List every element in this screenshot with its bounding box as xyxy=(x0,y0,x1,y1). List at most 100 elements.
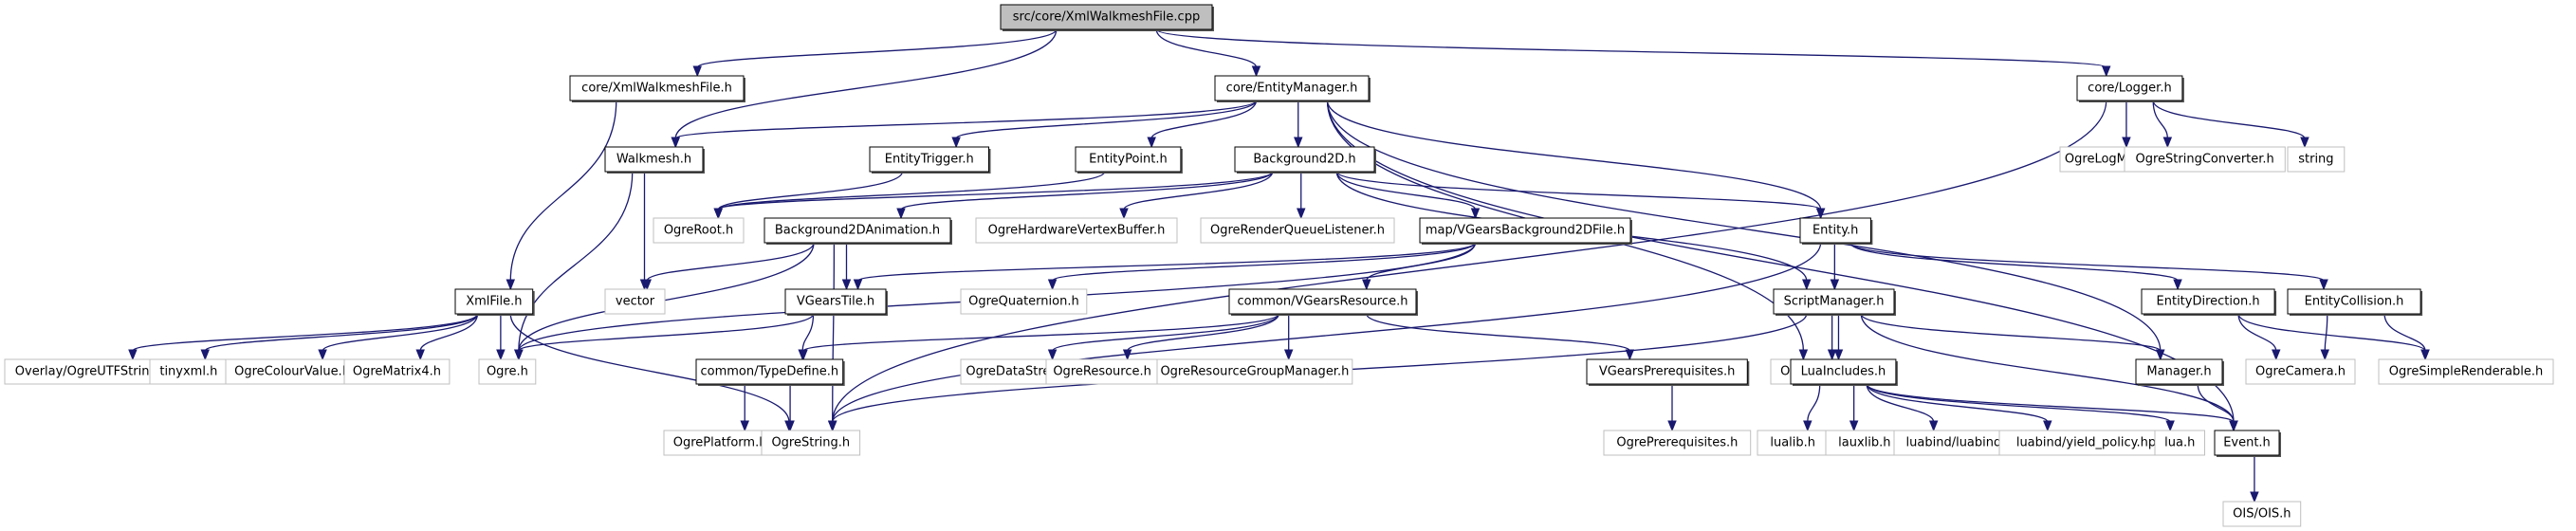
node-box[interactable] xyxy=(2378,358,2554,385)
node-box[interactable] xyxy=(1419,217,1631,244)
node-box[interactable] xyxy=(1757,430,1829,456)
edge-vgtile-to-ogreh xyxy=(518,313,815,352)
node-box[interactable] xyxy=(225,358,359,385)
arrowhead-icon xyxy=(2300,137,2309,149)
node-epoint[interactable]: EntityPoint.h xyxy=(1075,146,1183,174)
node-lauxlib[interactable]: lauxlib.h xyxy=(1825,430,1904,456)
node-edir[interactable]: EntityDirection.h xyxy=(2141,288,2277,316)
node-box[interactable] xyxy=(1214,75,1370,101)
node-luainc[interactable]: LuaIncludes.h xyxy=(1790,358,1898,386)
node-box[interactable] xyxy=(1773,288,1895,315)
node-ecoll[interactable]: EntityCollision.h xyxy=(2287,288,2423,316)
node-ogrerql[interactable]: OgreRenderQueueListener.h xyxy=(1200,217,1395,244)
node-ogresimple[interactable]: OgreSimpleRenderable.h xyxy=(2378,358,2554,385)
node-bg2danim[interactable]: Background2DAnimation.h xyxy=(764,217,952,245)
node-vector[interactable]: vector xyxy=(604,288,666,315)
node-ogrecolour[interactable]: OgreColourValue.h xyxy=(225,358,359,385)
node-logger[interactable]: core/Logger.h xyxy=(2076,75,2184,102)
node-box[interactable] xyxy=(1228,288,1417,315)
node-ogreh[interactable]: Ogre.h xyxy=(478,358,537,385)
node-box[interactable] xyxy=(343,358,451,385)
node-ogreplatform[interactable]: OgrePlatform.h xyxy=(663,430,777,456)
node-lualib[interactable]: lualib.h xyxy=(1757,430,1829,456)
node-box[interactable] xyxy=(2222,501,2302,527)
node-ogremat4[interactable]: OgreMatrix4.h xyxy=(343,358,451,385)
node-box[interactable] xyxy=(2287,288,2421,315)
node-box[interactable] xyxy=(2214,430,2280,456)
node-label: Background2D.h xyxy=(1253,153,1355,167)
node-ois[interactable]: OIS/OIS.h xyxy=(2222,501,2302,527)
node-string[interactable]: string xyxy=(2287,146,2346,173)
node-ogreprereq[interactable]: OgrePrerequisites.h xyxy=(1603,430,1752,456)
node-box[interactable] xyxy=(1045,358,1159,385)
node-box[interactable] xyxy=(2287,146,2346,173)
node-box[interactable] xyxy=(761,430,861,456)
node-ogrehwvb[interactable]: OgreHardwareVertexBuffer.h xyxy=(975,217,1178,244)
node-box[interactable] xyxy=(2141,288,2275,315)
arrowhead-icon xyxy=(1798,349,1809,361)
node-ogreres[interactable]: OgreResource.h xyxy=(1045,358,1159,385)
node-manager[interactable]: Manager.h xyxy=(2135,358,2224,386)
node-vgprereq[interactable]: VGearsPrerequisites.h xyxy=(1586,358,1750,386)
nodes-layer: src/core/XmlWalkmeshFile.cpp core/XmlWalk… xyxy=(4,4,2554,527)
node-box[interactable] xyxy=(1156,358,1353,385)
node-box[interactable] xyxy=(960,288,1088,315)
node-box[interactable] xyxy=(764,217,951,244)
node-box[interactable] xyxy=(2154,430,2205,456)
node-box[interactable] xyxy=(454,288,534,315)
node-bg2d[interactable]: Background2D.h xyxy=(1234,146,1376,174)
node-box[interactable] xyxy=(695,358,844,385)
node-ogreroot[interactable]: OgreRoot.h xyxy=(653,217,745,244)
node-etrig[interactable]: EntityTrigger.h xyxy=(869,146,991,174)
node-yieldpol[interactable]: luabind/yield_policy.hpp xyxy=(1998,430,2181,456)
node-box[interactable] xyxy=(2245,358,2356,385)
node-ogrestrconv[interactable]: OgreStringConverter.h xyxy=(2124,146,2286,173)
edge-vgres-to-vgprereq xyxy=(1366,313,1630,352)
node-box[interactable] xyxy=(1586,358,1748,385)
node-box[interactable] xyxy=(2124,146,2286,173)
node-box[interactable] xyxy=(1234,146,1375,173)
node-ogrequat[interactable]: OgreQuaternion.h xyxy=(960,288,1088,315)
node-em[interactable]: core/EntityManager.h xyxy=(1214,75,1371,102)
node-xwfh[interactable]: core/XmlWalkmeshFile.h xyxy=(569,75,745,102)
arrowhead-icon xyxy=(318,349,327,361)
node-root[interactable]: src/core/XmlWalkmeshFile.cpp xyxy=(1000,4,1214,31)
node-box[interactable] xyxy=(604,146,704,173)
node-label: map/VGearsBackground2DFile.h xyxy=(1426,224,1625,238)
node-entity[interactable]: Entity.h xyxy=(1799,217,1873,245)
node-walkmesh[interactable]: Walkmesh.h xyxy=(604,146,705,174)
node-box[interactable] xyxy=(784,288,887,315)
node-label: OgreCamera.h xyxy=(2255,365,2346,379)
node-label: vector xyxy=(616,295,655,309)
node-box[interactable] xyxy=(663,430,777,456)
node-box[interactable] xyxy=(1790,358,1897,385)
node-box[interactable] xyxy=(1603,430,1752,456)
node-vgres[interactable]: common/VGearsResource.h xyxy=(1228,288,1418,316)
node-tinyxml[interactable]: tinyxml.h xyxy=(149,358,229,385)
node-ogrecamera[interactable]: OgreCamera.h xyxy=(2245,358,2356,385)
node-box[interactable] xyxy=(653,217,745,244)
node-luah[interactable]: lua.h xyxy=(2154,430,2205,456)
node-box[interactable] xyxy=(569,75,745,101)
node-ogrergm[interactable]: OgreResourceGroupManager.h xyxy=(1156,358,1353,385)
node-box[interactable] xyxy=(1799,217,1871,244)
node-box[interactable] xyxy=(869,146,989,173)
arrowhead-icon xyxy=(128,349,138,361)
node-box[interactable] xyxy=(478,358,537,385)
node-scriptmgr[interactable]: ScriptManager.h xyxy=(1773,288,1896,316)
node-vgbg2df[interactable]: map/VGearsBackground2DFile.h xyxy=(1419,217,1632,245)
node-box[interactable] xyxy=(975,217,1178,244)
node-xmlfile[interactable]: XmlFile.h xyxy=(454,288,535,316)
node-vgtile[interactable]: VGearsTile.h xyxy=(784,288,888,316)
node-box[interactable] xyxy=(149,358,229,385)
node-event[interactable]: Event.h xyxy=(2214,430,2281,457)
node-box[interactable] xyxy=(1000,4,1213,30)
node-box[interactable] xyxy=(2135,358,2223,385)
node-typedef[interactable]: common/TypeDefine.h xyxy=(695,358,845,386)
node-box[interactable] xyxy=(604,288,666,315)
node-box[interactable] xyxy=(1200,217,1395,244)
node-box[interactable] xyxy=(2076,75,2183,101)
node-ogrestring[interactable]: OgreString.h xyxy=(761,430,861,456)
arrowhead-icon xyxy=(1827,349,1837,361)
node-box[interactable] xyxy=(1075,146,1182,173)
